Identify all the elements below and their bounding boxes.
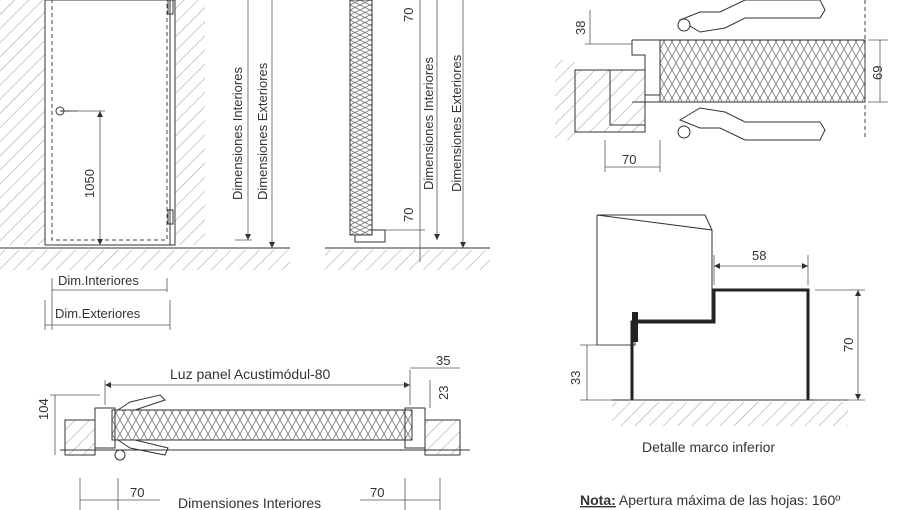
plan-left-70-dim: 70 bbox=[130, 485, 144, 500]
side-section: 70 70 Dimensiones Interiores Dimensiones… bbox=[325, 0, 490, 270]
nut-icon bbox=[677, 18, 691, 32]
plan-35-dim: 35 bbox=[436, 353, 450, 368]
dim-exteriores-short: Dim.Exteriores bbox=[55, 306, 141, 321]
front-elevation: 1050 Dimensiones Interiores Dimensiones … bbox=[0, 0, 290, 330]
section-70-dim: 70 bbox=[622, 152, 636, 167]
jamb-section-detail: 38 69 70 bbox=[555, 0, 888, 172]
front-dim-interiores: Dimensiones Interiores bbox=[230, 67, 245, 200]
frame-33-dim: 33 bbox=[568, 371, 583, 385]
side-top-dim: 70 bbox=[401, 8, 416, 22]
note: Nota: Apertura máxima de las hojas: 160º bbox=[580, 492, 840, 508]
detalle-marco-caption: Detalle marco inferior bbox=[642, 439, 775, 455]
frame-58-dim: 58 bbox=[752, 248, 766, 263]
plan-23-dim: 23 bbox=[436, 386, 451, 400]
side-bottom-dim: 70 bbox=[401, 208, 416, 222]
section-69-dim: 69 bbox=[870, 66, 885, 80]
nut-icon bbox=[677, 125, 691, 139]
note-text: Apertura máxima de las hojas: 160º bbox=[616, 492, 841, 508]
plan-104-dim: 104 bbox=[36, 398, 51, 420]
side-dim-exteriores: Dimensiones Exteriores bbox=[449, 54, 464, 192]
side-dim-interiores: Dimensiones Interiores bbox=[421, 57, 436, 190]
svg-text:Nota: Apertura máxima de las h: Nota: Apertura máxima de las hojas: 160º bbox=[580, 492, 840, 508]
front-dim-exteriores: Dimensiones Exteriores bbox=[255, 62, 270, 200]
section-38-dim: 38 bbox=[573, 21, 588, 35]
note-label: Nota: bbox=[580, 492, 616, 508]
frame-70-dim: 70 bbox=[841, 338, 856, 352]
dim-interiores-short: Dim.Interiores bbox=[58, 273, 139, 288]
plan-section: Luz panel Acustimódul-80 35 23 104 70 70… bbox=[36, 353, 470, 510]
luz-panel-label: Luz panel Acustimódul-80 bbox=[170, 366, 331, 382]
nut-icon bbox=[114, 449, 126, 461]
bottom-frame-detail: 58 70 33 Detalle marco inferior bbox=[568, 214, 865, 455]
handle-height-dim: 1050 bbox=[82, 169, 97, 198]
plan-right-70-dim: 70 bbox=[370, 485, 384, 500]
plan-dim-interiores: Dimensiones Interiores bbox=[178, 495, 321, 510]
